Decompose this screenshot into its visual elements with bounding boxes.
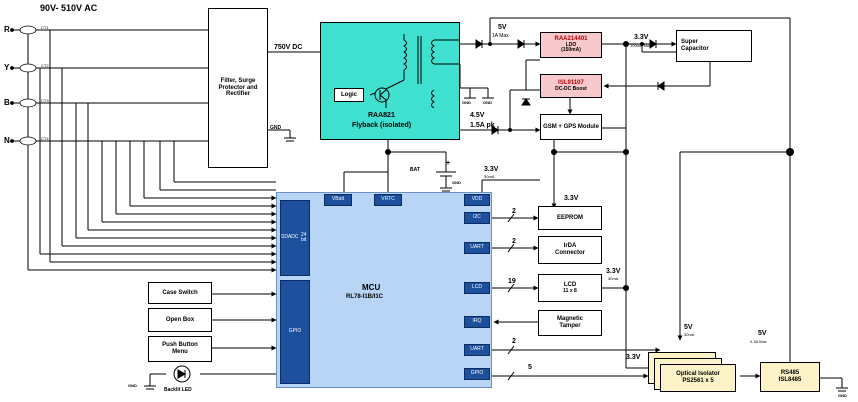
rs485-block: RS485 ISL8485 <box>760 362 820 392</box>
pin-irq: IRQ <box>464 316 490 328</box>
rail-33v-mcu-current: 30mA <box>484 174 495 179</box>
rail-45v-label: 4.5V <box>470 112 485 119</box>
rs485-label: RS485 <box>780 370 800 377</box>
rs485-gnd: GND <box>838 393 847 398</box>
ct2-label: CT2 <box>41 63 49 68</box>
flyback-gnd1: GND <box>462 100 471 105</box>
rail-5v-current: 1A Max <box>492 33 509 39</box>
optical-label: Optical Isolator <box>676 371 720 378</box>
dcdc-label: DC-DC Boost <box>555 85 587 92</box>
push-button-block: Push Button Menu <box>148 336 212 362</box>
gsm-gps-block: GSM + GPS Module <box>540 114 602 140</box>
super-capacitor-block: Super Capacitor <box>676 30 752 62</box>
rail-5v-rs-current: 0.3A Max <box>750 339 767 344</box>
phase-r-label: R <box>4 25 10 34</box>
rail-33v-lcd-current: 30mA <box>608 276 619 281</box>
optical-part: PS2561 x 5 <box>682 378 714 384</box>
flyback-part: RAA821 <box>368 112 395 119</box>
pin-uart2: UART <box>464 344 490 356</box>
battery-label: BAT <box>410 167 420 173</box>
pin-vdd: VDD <box>464 194 490 206</box>
rs485-part: ISL8485 <box>778 377 802 383</box>
case-switch-block: Case Switch <box>148 282 212 304</box>
bus-uart1: 2 <box>512 238 516 245</box>
lcd-label: LCD <box>563 281 577 288</box>
filter-gnd-label: GND <box>270 125 282 131</box>
pin-uart1: UART <box>464 242 490 254</box>
irda-label: IrDA Connector <box>555 243 585 256</box>
pin-gpio-left: GPIO <box>280 280 310 384</box>
rail-33v-ldo-label: 3.3V <box>634 34 649 41</box>
logic-block: Logic <box>334 88 364 102</box>
sdadc-label: SDADC <box>281 234 299 241</box>
bus-i2c: 2 <box>512 208 516 215</box>
logic-label: Logic <box>341 91 357 98</box>
rail-5v-opt-current: 30mA <box>684 332 695 337</box>
rail-33v-eeprom-label: 3.3V <box>564 195 579 202</box>
case-switch-label: Case Switch <box>162 289 198 296</box>
bus-uart2: 2 <box>512 338 516 345</box>
flyback-gnd2: GND <box>483 100 492 105</box>
rail-5v-rs-label: 5V <box>758 330 767 337</box>
pin-i2c: I2C <box>464 212 490 224</box>
optical-isolator-block: Optical Isolator PS2561 x 5 <box>660 364 736 392</box>
filter-rectifier-label: Filter, Surge Protector and Rectifier <box>218 77 258 98</box>
push-button-label: Push Button Menu <box>162 342 198 355</box>
eeprom-label: EEPROM <box>556 214 583 221</box>
mcu-part: RL78-I1B/I1C <box>346 294 384 300</box>
phase-y-label: Y <box>4 63 10 72</box>
flyback-title: Flyback (isolated) <box>352 122 412 129</box>
lcd-block: LCD 11 x 8 <box>538 274 602 302</box>
open-box-block: Open Box <box>148 308 212 332</box>
battery-gnd: GND <box>452 180 461 185</box>
ct4-label: CT4 <box>41 136 49 141</box>
phase-n-label: N <box>4 136 10 145</box>
irda-block: IrDA Connector <box>538 236 602 264</box>
open-box-label: Open Box <box>165 316 195 323</box>
mcu-title: MCU <box>362 283 381 292</box>
eeprom-block: EEPROM <box>538 206 602 230</box>
phase-b-label: B <box>4 98 10 107</box>
rail-33v-ldo-current: 100mA Max <box>630 43 652 48</box>
ct1-label: CT1 <box>41 25 49 30</box>
battery-plus: + <box>446 160 451 167</box>
filter-rectifier-block: Filter, Surge Protector and Rectifier <box>208 8 268 168</box>
tamper-label: Magnetic Tamper <box>556 316 583 329</box>
led-gnd: GND <box>128 383 137 388</box>
ldo-current: (150mA) <box>561 47 581 54</box>
dc-bus-label: 750V DC <box>274 44 303 51</box>
ldo-block: RAA214401 LDO (150mA) <box>540 32 602 58</box>
bus-gpio: 5 <box>528 364 532 371</box>
led-label: Backlit LED <box>164 387 192 393</box>
tamper-block: Magnetic Tamper <box>538 310 602 336</box>
rail-45v-current: 1.5A pk <box>470 122 495 129</box>
dcdc-part: ISL91107 <box>558 79 584 86</box>
rail-5v-opt-label: 5V <box>684 324 693 331</box>
ldo-part: RAA214401 <box>554 35 588 42</box>
bus-lcd: 19 <box>508 278 516 285</box>
pin-vrtc: VRTC <box>374 194 402 206</box>
ct3-label: CT3 <box>41 98 49 103</box>
dcdc-block: ISL91107 DC-DC Boost <box>540 74 602 98</box>
pin-lcd: LCD <box>464 282 490 294</box>
lcd-sub: 11 x 8 <box>563 287 577 294</box>
pin-vbatt: VBatt <box>324 194 352 206</box>
ldo-label: LDO <box>565 41 577 48</box>
rail-33v-mcu-label: 3.3V <box>484 166 499 173</box>
gsm-gps-label: GSM + GPS Module <box>543 123 599 130</box>
sdadc-bits: 24 bit <box>300 231 307 243</box>
pin-gpio-right: GPIO <box>464 368 490 380</box>
input-voltage-label: 90V- 510V AC <box>40 3 98 13</box>
rail-33v-opt-label: 3.3V <box>626 354 641 361</box>
super-capacitor-label: Super Capacitor <box>681 39 709 52</box>
rail-5v-label: 5V <box>498 24 507 31</box>
rail-33v-lcd-label: 3.3V <box>606 268 621 275</box>
pin-sdadc: SDADC 24 bit <box>280 200 310 276</box>
